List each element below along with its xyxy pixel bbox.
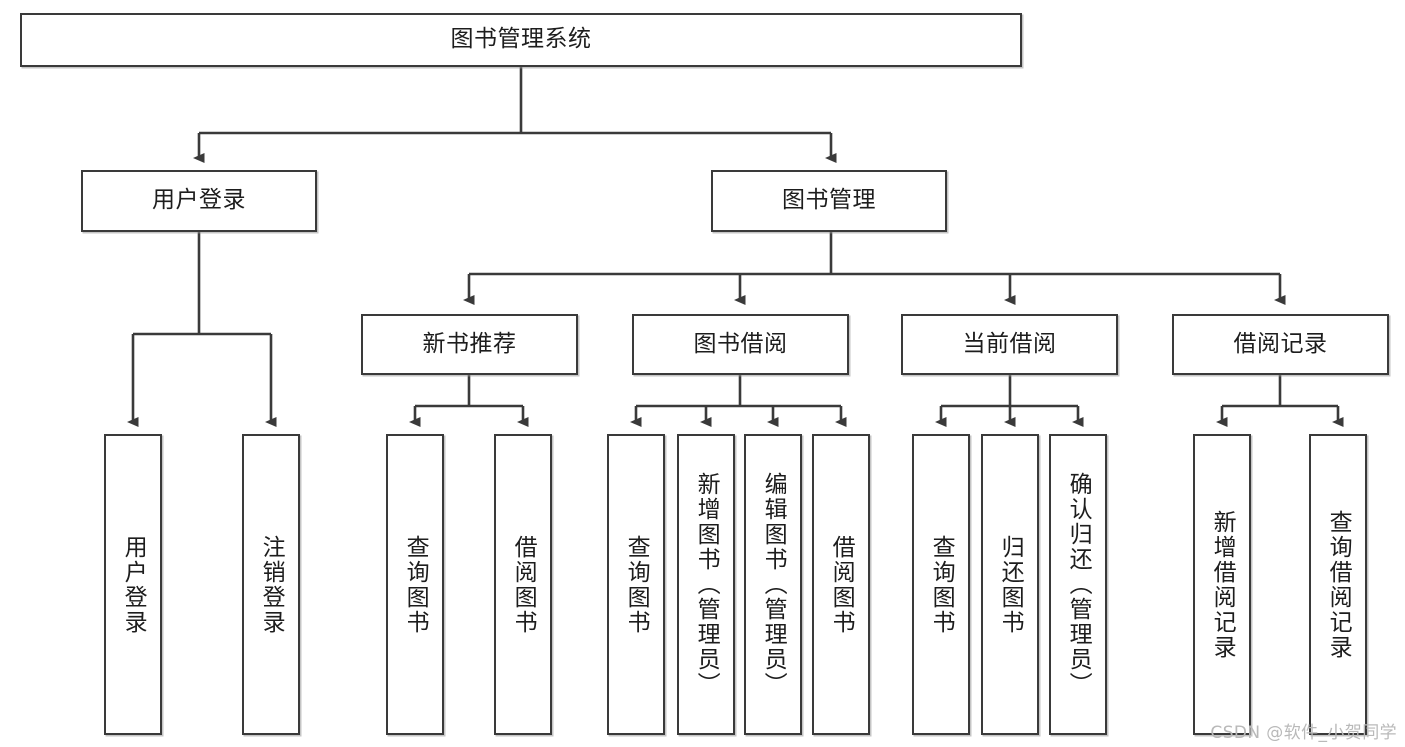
node-leaf-add-book[interactable]: 新增图书（管理员） xyxy=(677,434,735,735)
node-leaf-user-login[interactable]: 用户登录 xyxy=(104,434,162,735)
node-label: 借阅图书 xyxy=(828,534,855,635)
node-label: 图书管理 xyxy=(782,187,876,214)
node-label: 注销登录 xyxy=(258,534,285,635)
node-label: 查询借阅记录 xyxy=(1325,509,1352,660)
node-leaf-query-record[interactable]: 查询借阅记录 xyxy=(1309,434,1367,735)
node-label: 新书推荐 xyxy=(422,330,517,357)
node-label: 借阅图书 xyxy=(510,534,537,635)
node-user-login[interactable]: 用户登录 xyxy=(81,170,317,232)
node-leaf-return-book[interactable]: 归还图书 xyxy=(981,434,1039,735)
node-label: 用户登录 xyxy=(152,187,246,214)
node-label: 图书管理系统 xyxy=(450,26,592,53)
node-label: 当前借阅 xyxy=(962,330,1057,357)
node-label: 确认归还（管理员） xyxy=(1065,472,1092,697)
node-book-management-system[interactable]: 图书管理系统 xyxy=(20,13,1022,67)
node-leaf-edit-book[interactable]: 编辑图书（管理员） xyxy=(744,434,802,735)
node-label: 新增图书（管理员） xyxy=(693,472,720,697)
node-leaf-borrow-book-1[interactable]: 借阅图书 xyxy=(494,434,552,735)
node-current-borrow[interactable]: 当前借阅 xyxy=(901,314,1118,375)
node-label: 查询图书 xyxy=(928,534,955,635)
node-leaf-query-book-3[interactable]: 查询图书 xyxy=(912,434,970,735)
node-label: 图书借阅 xyxy=(693,330,788,357)
node-book-management[interactable]: 图书管理 xyxy=(711,170,947,232)
node-leaf-add-record[interactable]: 新增借阅记录 xyxy=(1193,434,1251,735)
node-leaf-confirm-return[interactable]: 确认归还（管理员） xyxy=(1049,434,1107,735)
node-label: 查询图书 xyxy=(402,534,429,635)
watermark-text: CSDN @软件_小贺同学 xyxy=(1210,723,1397,743)
node-leaf-query-book-2[interactable]: 查询图书 xyxy=(607,434,665,735)
node-label: 新增借阅记录 xyxy=(1209,509,1236,660)
node-book-borrow[interactable]: 图书借阅 xyxy=(632,314,849,375)
node-label: 用户登录 xyxy=(120,534,147,635)
node-borrow-record[interactable]: 借阅记录 xyxy=(1172,314,1389,375)
node-label: 查询图书 xyxy=(623,534,650,635)
node-leaf-query-book-1[interactable]: 查询图书 xyxy=(386,434,444,735)
node-new-book-recommend[interactable]: 新书推荐 xyxy=(361,314,578,375)
node-leaf-user-logout[interactable]: 注销登录 xyxy=(242,434,300,735)
node-label: 借阅记录 xyxy=(1233,330,1328,357)
node-label: 编辑图书（管理员） xyxy=(760,472,787,697)
node-label: 归还图书 xyxy=(997,534,1024,635)
node-leaf-borrow-book-2[interactable]: 借阅图书 xyxy=(812,434,870,735)
